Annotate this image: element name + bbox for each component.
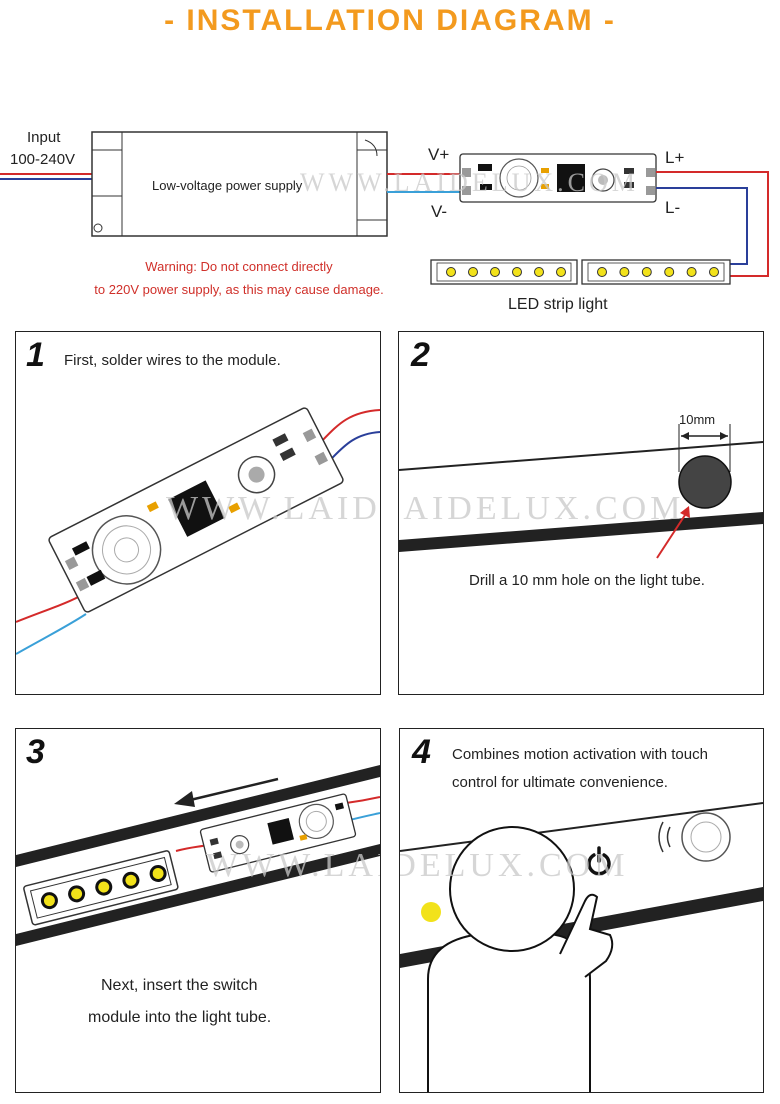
led-strip-label: LED strip light	[508, 296, 608, 313]
l-minus-label: L-	[665, 198, 681, 217]
led-dot	[95, 878, 113, 896]
psu-label: Low-voltage power supply	[152, 178, 303, 193]
led-dot	[512, 267, 522, 277]
warning-line-1: Warning: Do not connect directly	[145, 259, 333, 274]
led-dot	[664, 267, 675, 277]
switch-module	[459, 153, 657, 203]
drill-hole	[678, 455, 732, 509]
page-title: - INSTALLATION DIAGRAM -	[164, 4, 616, 37]
led-dot	[40, 892, 58, 910]
tube-bottom-edge	[399, 512, 763, 552]
step-3-text-line-2: module into the light tube.	[88, 1009, 272, 1026]
tube-top-edge	[16, 765, 380, 867]
led-dot	[421, 902, 441, 922]
led-strip-segment	[23, 850, 179, 926]
touch-power-icon	[587, 846, 611, 876]
tube-top-edge	[399, 441, 763, 471]
led-dot	[122, 871, 140, 889]
led-dot	[149, 865, 167, 883]
led-dot	[686, 267, 697, 277]
step-4-panel: 4 Combines motion activation with touch …	[399, 728, 764, 1093]
step-2-text: Drill a 10 mm hole on the light tube.	[469, 572, 705, 589]
led-dot	[534, 267, 544, 277]
input-label: Input	[27, 129, 61, 146]
step-1-text: First, solder wires to the module.	[64, 352, 281, 369]
led-dot	[709, 267, 719, 277]
person-figure	[427, 826, 614, 1092]
step-1-panel: 1 First, solder wires to the module. WWW…	[15, 331, 381, 695]
step-1-illustration	[16, 407, 380, 655]
wiring-diagram	[0, 131, 769, 285]
step-2-illustration	[399, 424, 763, 559]
led-strip	[430, 259, 731, 285]
step-4-text-line-2: control for ultimate convenience.	[452, 774, 668, 791]
led-dot	[556, 267, 566, 277]
led-dot	[641, 267, 652, 277]
led-dot	[619, 267, 630, 277]
v-minus-label: V-	[431, 202, 448, 221]
step-3-illustration	[16, 765, 380, 946]
led-dot	[68, 885, 86, 903]
voltage-label: 100-240V	[10, 151, 76, 168]
tube-bottom-edge	[16, 844, 380, 946]
measure-label: 10mm	[679, 412, 716, 427]
step-2-panel: 2 10mm Drill a 10 mm hole on the light t…	[398, 331, 764, 695]
step-3-text-line-1: Next, insert the switch	[101, 977, 258, 994]
step-4-number: 4	[412, 733, 431, 771]
pointer-arrow	[656, 511, 688, 559]
pcb-module	[48, 407, 344, 613]
insert-arrow	[185, 777, 279, 803]
step-4-illustration	[400, 802, 763, 1092]
step-3-number: 3	[26, 733, 45, 771]
step-1-number: 1	[26, 336, 45, 374]
sensing-waves	[666, 826, 671, 848]
warning-line-2: to 220V power supply, as this may cause …	[94, 282, 384, 297]
pcb-module	[199, 793, 357, 873]
led-dot	[468, 267, 478, 277]
motion-sensor	[681, 812, 731, 862]
led-dot	[490, 267, 500, 277]
led-dot	[597, 267, 607, 277]
step-4-text-line-1: Combines motion activation with touch	[452, 746, 708, 763]
step-3-panel: 3 Next, insert the switch module into th…	[15, 728, 381, 1093]
tube-top-edge	[400, 802, 763, 852]
l-plus-label: L+	[665, 148, 685, 167]
v-plus-label: V+	[428, 145, 450, 164]
led-wire-blue	[656, 187, 748, 265]
step-2-number: 2	[411, 336, 430, 374]
led-wire-red	[656, 171, 769, 277]
led-dot	[446, 267, 456, 277]
power-supply-box	[91, 131, 388, 237]
